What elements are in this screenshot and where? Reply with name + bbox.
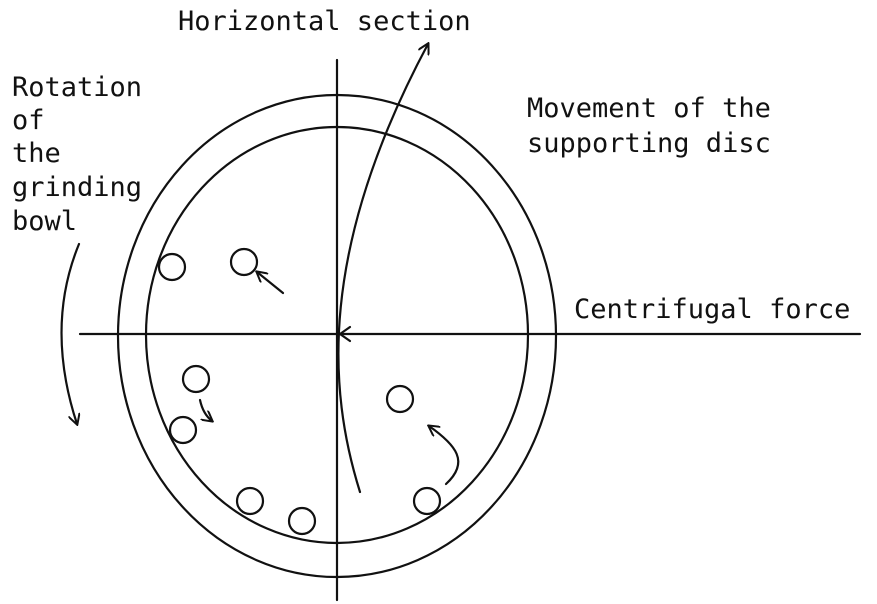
ball-motion-arrow bbox=[198, 398, 212, 421]
ball-motion-arrow bbox=[429, 426, 460, 486]
rotation-label-line3: the bbox=[12, 138, 61, 169]
grinding-ball bbox=[181, 364, 211, 394]
centrifugal-force-label: Centrifugal force bbox=[574, 294, 850, 325]
grinding-ball bbox=[235, 486, 265, 516]
grinding-ball bbox=[168, 415, 198, 445]
rotation-label-line4: grinding bbox=[12, 172, 142, 203]
movement-label-line2: supporting disc bbox=[527, 128, 771, 159]
grinding-balls bbox=[157, 247, 442, 536]
rotation-label-line5: bowl bbox=[12, 206, 77, 237]
grinding-ball bbox=[385, 384, 415, 414]
movement-label-line1: Movement of the bbox=[527, 93, 771, 124]
horizontal-section-label: Horizontal section bbox=[178, 6, 471, 37]
grinding-ball bbox=[229, 247, 259, 277]
rotation-label-line2: of bbox=[12, 105, 45, 136]
rotation-label-line1: Rotation bbox=[12, 72, 142, 103]
grinding-ball bbox=[287, 506, 317, 536]
grinding-ball bbox=[412, 486, 442, 516]
horizontal-section-arrow bbox=[337, 44, 428, 494]
grinding-ball bbox=[157, 252, 187, 282]
bowl-rotation-arrow bbox=[60, 242, 79, 424]
centrifugal-force-arrowhead bbox=[338, 325, 352, 343]
ball-motion-arrow bbox=[257, 272, 285, 295]
